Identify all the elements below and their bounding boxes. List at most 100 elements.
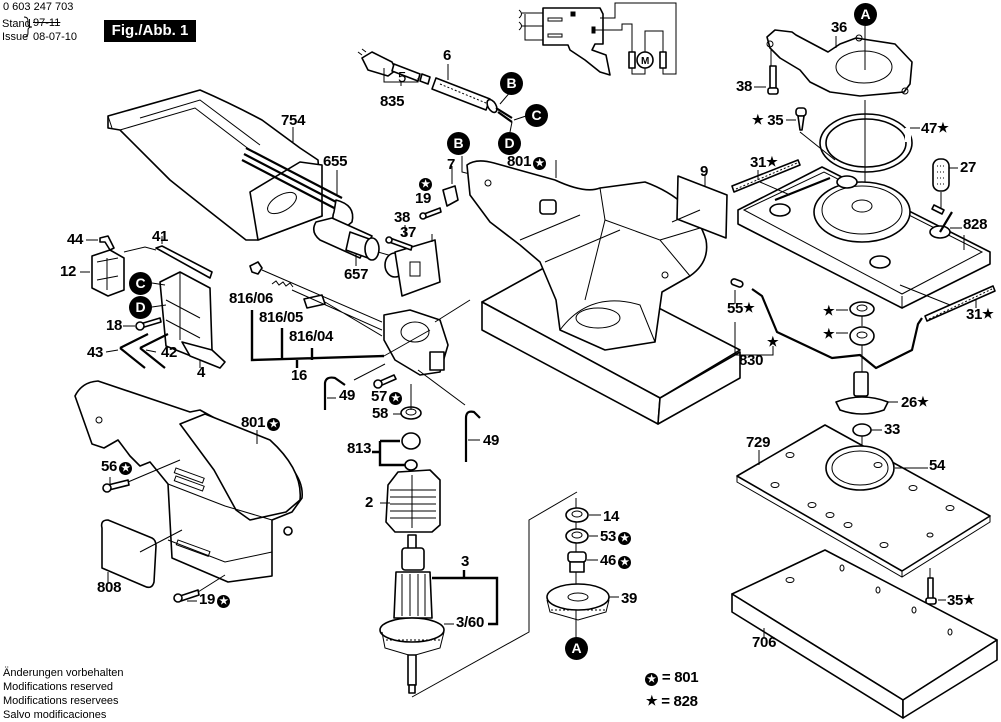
circle-star-icon: ★ [389, 392, 403, 405]
part-label-3-60: 3/60 [456, 614, 484, 631]
part-label-2: 2 [365, 494, 374, 511]
part-label-16: 16 [291, 367, 308, 384]
star-icon: ★ [752, 112, 764, 127]
part-label-7: 7 [447, 156, 456, 173]
part-label-39: 39 [621, 590, 638, 607]
star-icon: ★ [743, 300, 755, 315]
pad-wire-830 [730, 278, 923, 372]
part-label-56: 56★ [101, 458, 133, 475]
part-label-835: 835 [380, 93, 405, 110]
part-label-729: 729 [746, 434, 771, 451]
legend-item-801: ★ = 801 [643, 669, 699, 686]
footer-line-en: Modifications reserved [3, 681, 114, 693]
extraction-hose [241, 147, 393, 266]
part-label-19-top: 19 [415, 190, 432, 207]
carbon-brush-set [249, 261, 471, 376]
part-label-53: 53★ [600, 528, 632, 545]
stand-value: 97-11 [33, 17, 61, 29]
motor-housing-801 [466, 160, 741, 425]
part-label-6: 6 [443, 47, 452, 64]
part-label-655: 655 [323, 153, 348, 170]
star-icon: ★ [823, 303, 835, 318]
star-icon: ★ [937, 120, 949, 135]
label-plate-9 [671, 174, 728, 239]
part-label-801-top: 801★ [507, 153, 547, 170]
gear-stack [546, 498, 619, 648]
part-label-35-bottom: 35★ [947, 592, 975, 609]
part-label-706: 706 [752, 634, 777, 651]
stand-label: Stand [2, 18, 31, 30]
circle-star-icon: ★ [267, 418, 281, 431]
part-label-14: 14 [603, 508, 620, 525]
callout-d-switch: D [129, 296, 152, 319]
part-label-42: 42 [161, 344, 178, 361]
part-label-3: 3 [461, 553, 470, 570]
callout-a-top: A [854, 3, 877, 26]
legend-item-828: ★ = 828 [646, 693, 698, 710]
callout-b-cord: B [500, 72, 523, 95]
star-icon: ★ [963, 592, 975, 607]
part-label-44: 44 [67, 231, 84, 248]
circle-star-icon: ★ [217, 595, 231, 608]
issue-label: Issue [2, 31, 29, 43]
part-label-35-top: ★ 35 [752, 112, 784, 129]
callout-d-cord: D [498, 132, 521, 155]
part-label-808: 808 [97, 579, 122, 596]
document-number: 0 603 247 703 [3, 1, 74, 13]
star-icon: ★ [917, 394, 929, 409]
circle-star-icon: ★ [645, 673, 658, 686]
switch-assembly [80, 235, 226, 369]
part-label-816-06: 816/06 [229, 290, 274, 307]
circle-star-icon: ★ [119, 462, 133, 475]
part-label-54: 54 [929, 457, 946, 474]
end-cap-37 [384, 156, 475, 297]
motor-label: M [641, 56, 649, 67]
part-label-37: 37 [400, 224, 417, 241]
part-label-19-bottom: 19★ [199, 591, 231, 608]
callout-c-switch: C [129, 272, 152, 295]
callout-b-housing: B [447, 132, 470, 155]
star-icon: ★ [823, 326, 835, 341]
part-label-813: 813 [347, 440, 372, 457]
wire-star-marker: ★ [767, 333, 779, 351]
part-label-828: 828 [963, 216, 988, 233]
part-label-57: 57★ [371, 388, 403, 405]
part-label-26: 26★ [901, 394, 929, 411]
circle-star-icon: ★ [533, 157, 547, 170]
bearing-star-marker: ★ [823, 302, 835, 320]
issue-value: 08-07-10 [33, 31, 78, 43]
circle-star-icon: ★ [618, 532, 632, 545]
part-label-4: 4 [197, 364, 206, 381]
part-label-49-left: 49 [339, 387, 356, 404]
part-label-816-05: 816/05 [259, 309, 304, 326]
star-icon: ★ [982, 306, 994, 321]
part-label-55: 55★ [727, 300, 755, 317]
sanding-pad-729 [731, 371, 998, 719]
footer-line-es: Salvo modificaciones [3, 709, 107, 721]
power-cord [357, 48, 527, 133]
part-label-830: 830 [739, 352, 764, 369]
motor-parts [323, 363, 481, 533]
part-label-58: 58 [372, 405, 389, 422]
part-label-47: 47★ [921, 120, 949, 137]
part-label-12: 12 [60, 263, 77, 280]
star-icon: ★ [766, 154, 778, 169]
part-label-46: 46★ [600, 552, 632, 569]
part-label-41: 41 [152, 228, 169, 245]
handle-housing-801 [74, 380, 303, 603]
part-label-18: 18 [106, 317, 123, 334]
part-label-43: 43 [87, 344, 104, 361]
part-label-33: 33 [884, 421, 901, 438]
part-label-38-mid: 38 [394, 209, 411, 226]
star-icon: ★ [767, 334, 779, 349]
part-label-36: 36 [831, 19, 848, 36]
base-assembly-828 [731, 26, 996, 322]
part-label-38-right: 38 [736, 78, 753, 95]
circle-star-icon: ★ [419, 178, 432, 191]
part-label-801-left: 801★ [241, 414, 281, 431]
star-icon: ★ [646, 693, 658, 708]
footer-line-fr: Modifications reservees [3, 695, 119, 707]
part-19-marker: ★ [417, 174, 432, 191]
